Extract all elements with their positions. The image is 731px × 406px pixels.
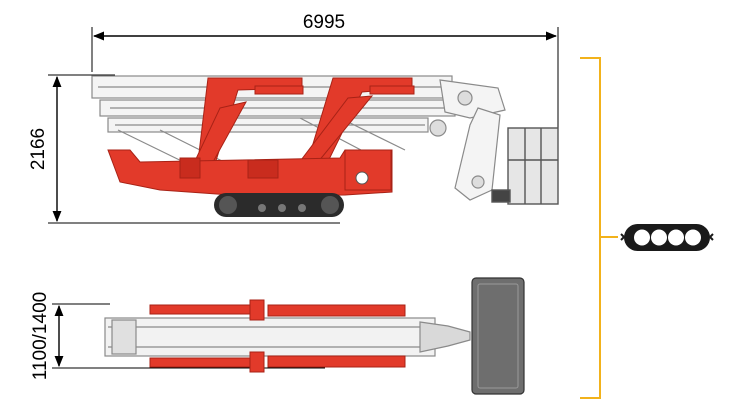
spider-lift-top-view	[104, 277, 525, 395]
width-label: 1100/1400	[30, 292, 51, 380]
length-label: 6995	[303, 12, 345, 33]
height-range-bracket	[580, 57, 618, 399]
spider-lift-side-view	[91, 75, 559, 217]
height-label: 2166	[28, 128, 49, 170]
boom-top	[104, 317, 471, 357]
chassis-body	[107, 149, 393, 197]
crawler-track-side	[214, 193, 344, 217]
height-dimension: 2166	[28, 74, 340, 224]
length-dimension: 6995	[91, 12, 559, 128]
basket-side	[491, 127, 559, 205]
crawler-track-icon	[620, 224, 714, 251]
basket-top	[471, 277, 525, 395]
width-dimension: 1100/1400	[30, 292, 325, 380]
outriggers-top-view	[149, 299, 406, 373]
